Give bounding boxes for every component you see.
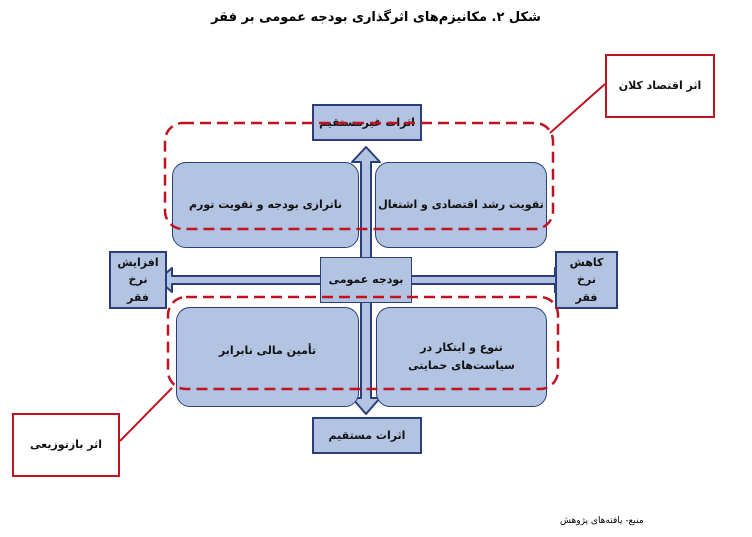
box-growth-employment-label: تقویت رشد اقتصادی و اشتغال	[378, 198, 544, 212]
callout-redistributive-effect: اثر بازتوزیعی	[12, 413, 120, 477]
node-indirect-effects-label: اثرات غیرمستقیم	[319, 115, 415, 129]
figure-title: شکل ۲. مکانیزم‌های اثرگذاری بودجه عمومی …	[211, 10, 541, 25]
redistributive-effect-group	[166, 295, 560, 391]
callout-macro-effect: اثر اقتصاد کلان	[605, 54, 715, 118]
node-direct-effects-label: اثرات مستقیم	[328, 428, 406, 442]
box-support-policies: تنوع و ابتکار در سیاست‌های حمایتی	[376, 307, 547, 407]
node-poverty-increase: افزایش نرخ فقر	[109, 251, 167, 309]
macro-callout-connector	[549, 83, 606, 134]
box-budget-imbalance-label: ناترازی بودجه و تقویت تورم	[189, 198, 342, 212]
redistributive-callout-connector	[119, 387, 173, 442]
source-note: منبع- یافته‌های پژوهش	[560, 516, 644, 526]
node-poverty-increase-label: افزایش نرخ فقر	[117, 255, 159, 304]
node-indirect-effects: اثرات غیرمستقیم	[312, 104, 422, 141]
box-budget-imbalance: ناترازی بودجه و تقویت تورم	[172, 162, 359, 248]
node-poverty-decrease-label: کاهش نرخ فقر	[569, 255, 604, 304]
callout-redistributive-effect-label: اثر بازتوزیعی	[30, 438, 102, 452]
node-poverty-decrease: کاهش نرخ فقر	[555, 251, 618, 309]
box-support-policies-label: تنوع و ابتکار در سیاست‌های حمایتی	[408, 341, 515, 372]
macro-effect-group	[163, 121, 555, 231]
node-public-budget: بودجه عمومی	[320, 257, 412, 303]
box-unequal-financing: تأمین مالی نابرابر	[176, 307, 359, 407]
box-growth-employment: تقویت رشد اقتصادی و اشتغال	[375, 162, 547, 248]
callout-macro-effect-label: اثر اقتصاد کلان	[618, 79, 702, 93]
node-public-budget-label: بودجه عمومی	[328, 273, 404, 287]
node-direct-effects: اثرات مستقیم	[312, 417, 422, 454]
box-unequal-financing-label: تأمین مالی نابرابر	[218, 344, 317, 357]
